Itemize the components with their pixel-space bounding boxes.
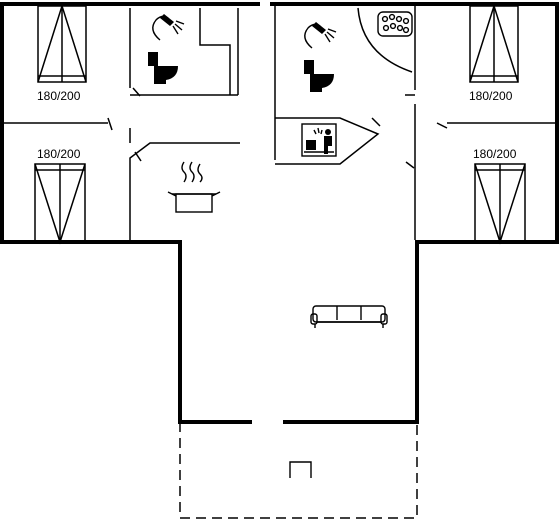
bed-top-right <box>469 3 519 83</box>
shower-icon <box>152 14 185 41</box>
whirlpool-icon <box>377 11 413 37</box>
bed-size-label-bottom-right: 180/200 <box>473 147 517 161</box>
toilet-icon <box>304 60 334 92</box>
shower-icon <box>304 22 337 49</box>
bed-size-label-top-right: 180/200 <box>469 89 513 103</box>
bed-size-label-top-left: 180/200 <box>37 89 81 103</box>
bed-top-left <box>37 3 87 83</box>
bed-bottom-right <box>474 163 526 245</box>
terrace-icon <box>289 461 312 478</box>
bed-size-label-bottom-left: 180/200 <box>37 147 81 161</box>
toilet-icon <box>148 52 178 84</box>
cooking-pot-icon <box>167 161 221 213</box>
bed-bottom-left <box>34 163 86 245</box>
terrace <box>179 422 418 519</box>
sauna-icon <box>301 123 337 157</box>
interior-walls <box>2 6 557 240</box>
sofa-icon <box>310 305 388 328</box>
